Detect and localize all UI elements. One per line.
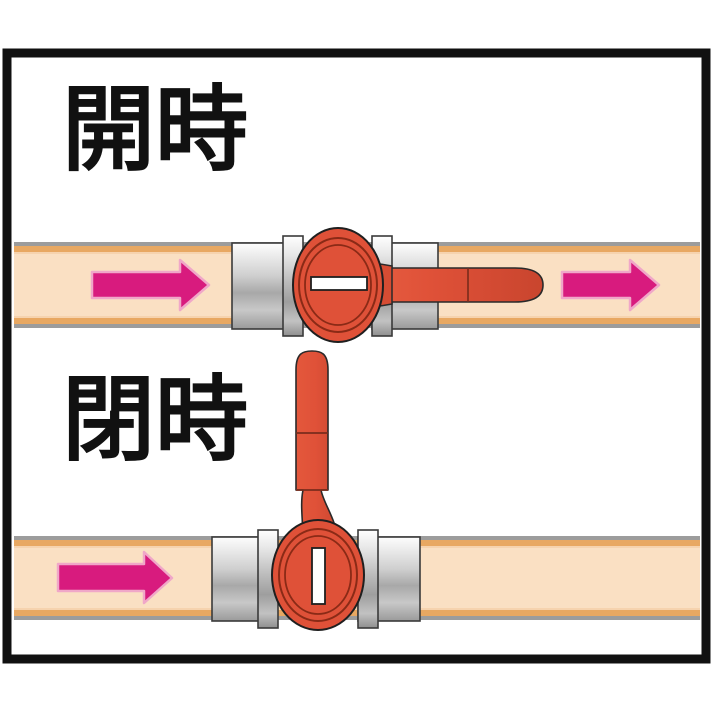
valve-body-left-closed bbox=[211, 529, 279, 629]
diagram-closed-state bbox=[14, 350, 700, 631]
valve-cap-open bbox=[292, 227, 393, 343]
valve-cap-closed bbox=[271, 519, 365, 631]
valve-handle-closed bbox=[295, 350, 338, 541]
diagram-open-state bbox=[14, 227, 700, 343]
flow-arrow-open-upstream bbox=[90, 258, 211, 312]
frame-border bbox=[2, 48, 711, 664]
flow-arrow-open-downstream bbox=[560, 258, 661, 312]
flow-arrow-closed-upstream bbox=[56, 550, 174, 605]
valve-body-right-closed bbox=[357, 529, 421, 629]
label-closed-state: 閉時 bbox=[62, 366, 248, 474]
label-open-state: 開時 bbox=[62, 76, 248, 184]
